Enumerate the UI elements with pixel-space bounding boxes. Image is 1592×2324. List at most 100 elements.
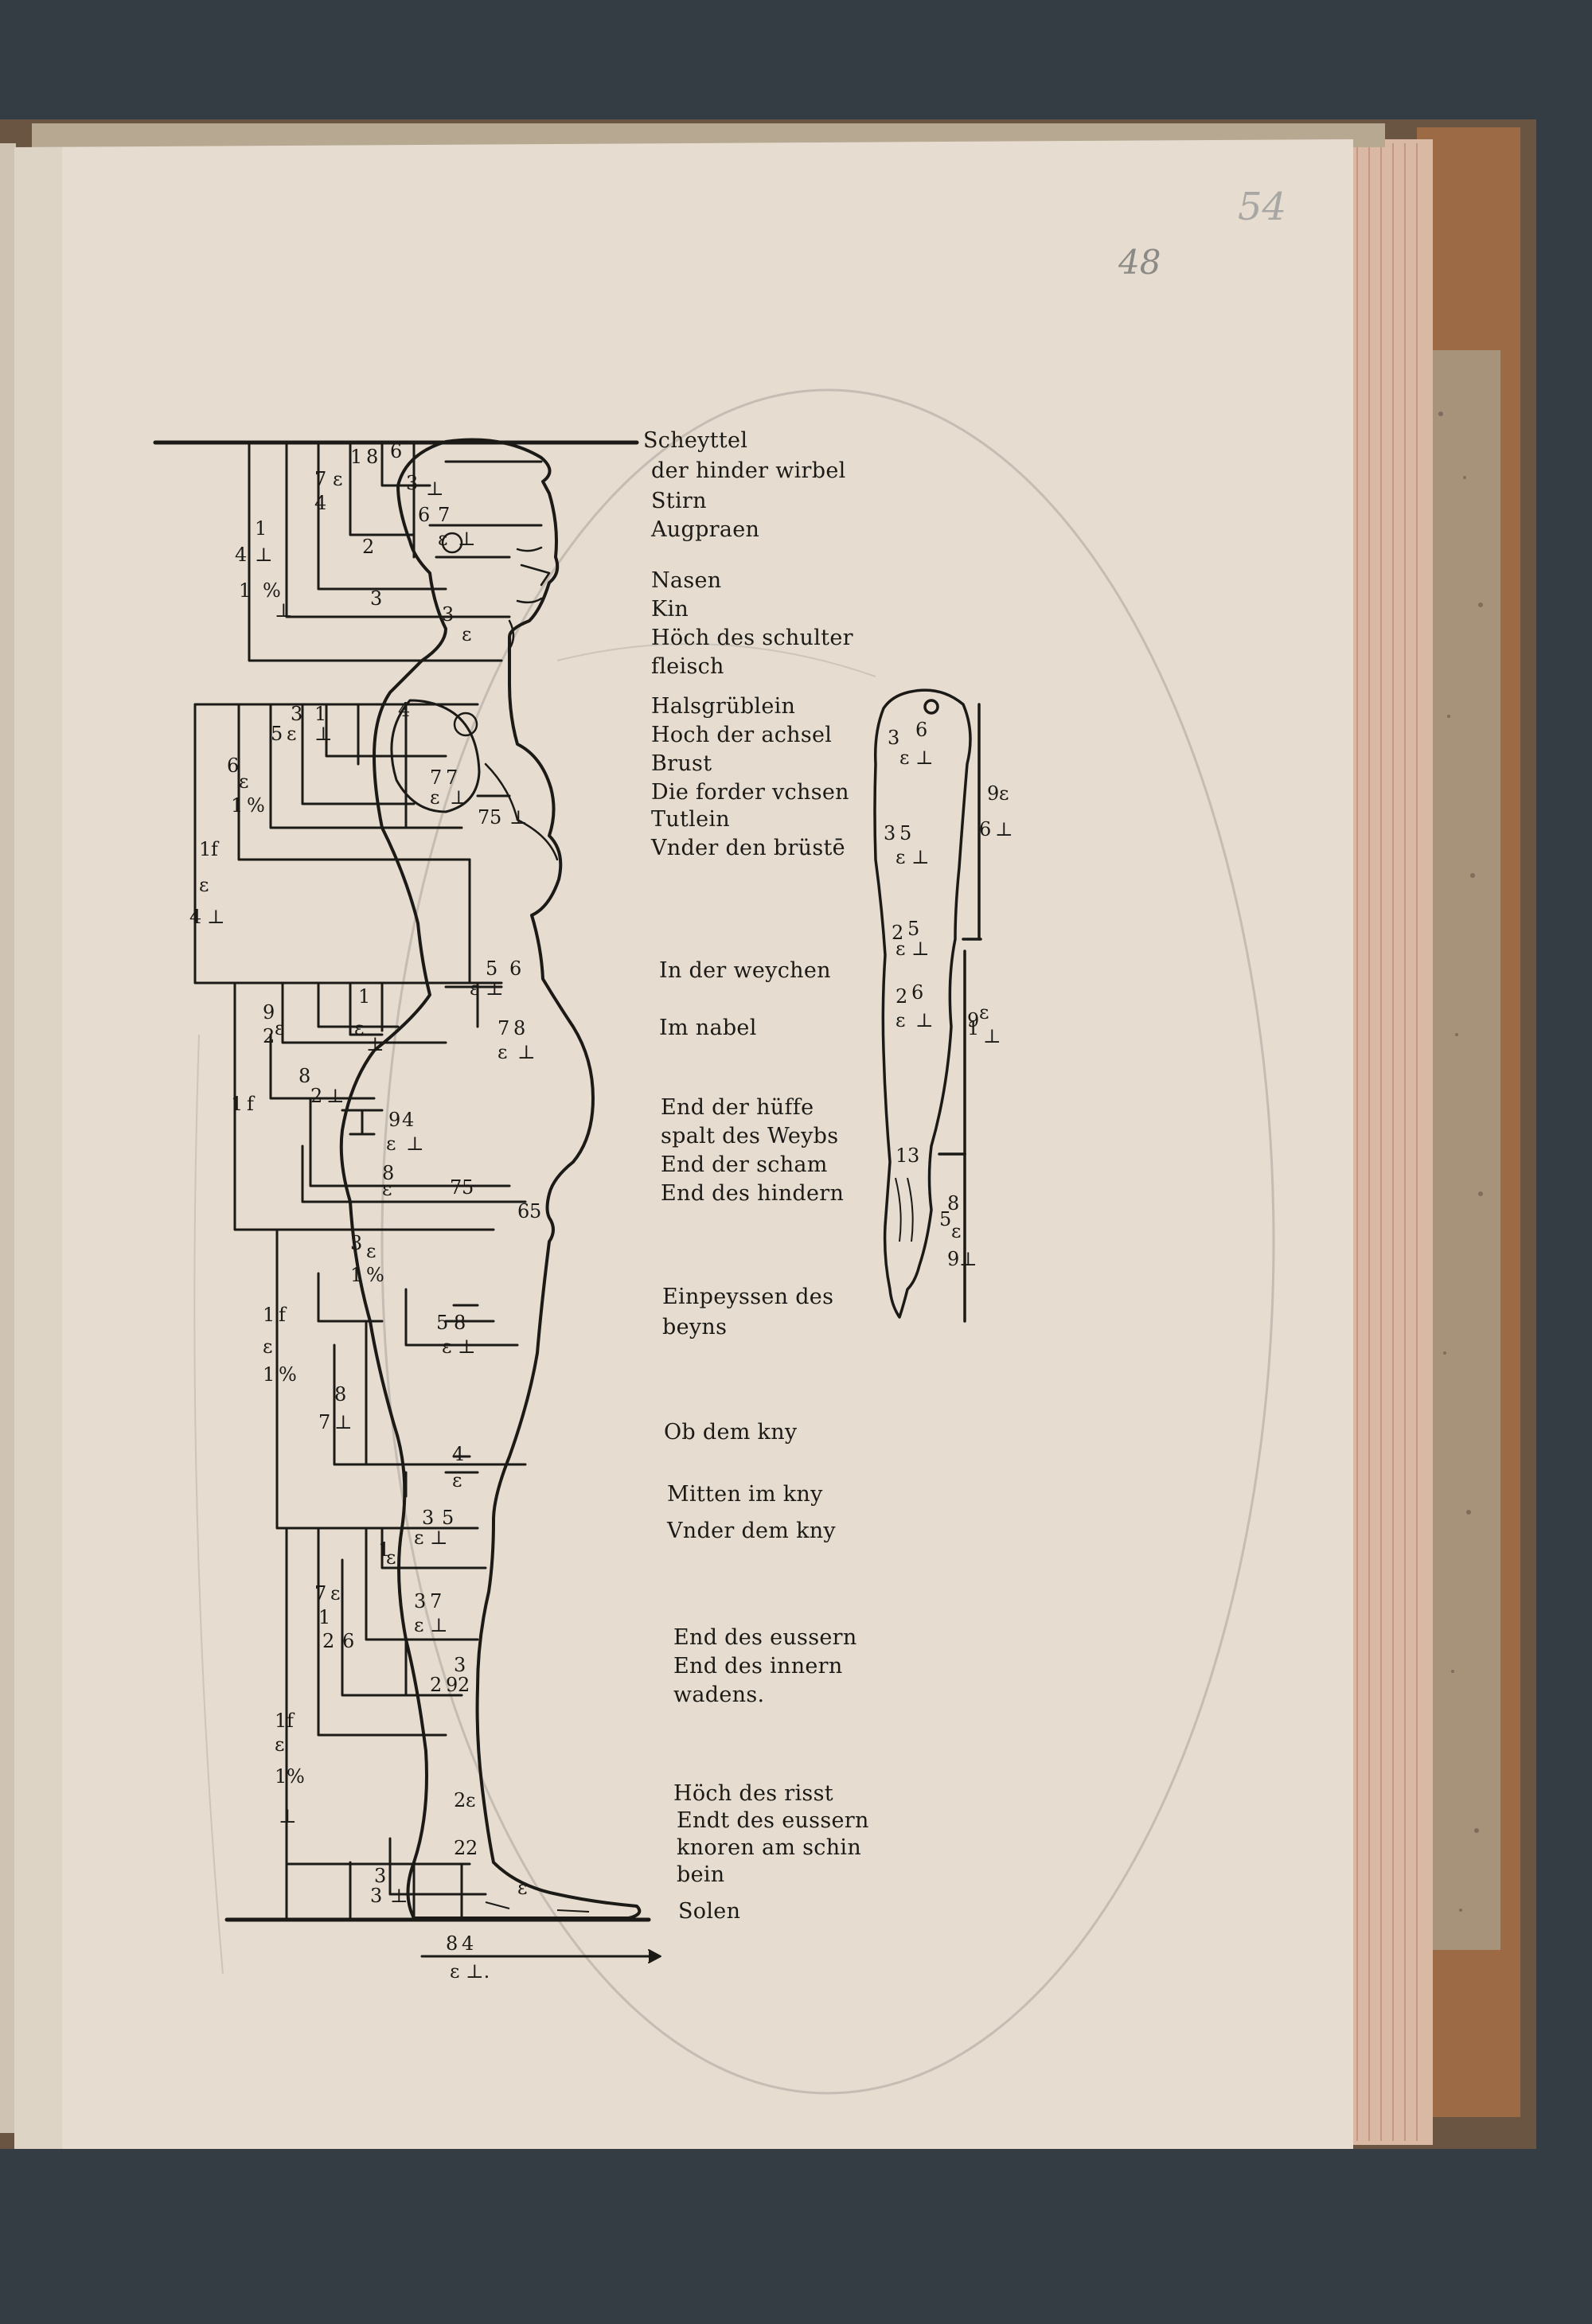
- svg-text:ε: ε: [979, 1001, 989, 1024]
- label: End der hüffe: [661, 1095, 814, 1120]
- svg-text:3: 3: [370, 1885, 382, 1907]
- svg-text:1: 1: [358, 985, 370, 1008]
- svg-text:3: 3: [406, 472, 418, 494]
- svg-text:4: 4: [235, 544, 247, 566]
- svg-text:9: 9: [967, 1009, 979, 1031]
- svg-text:ε: ε: [199, 874, 209, 896]
- label: spalt des Weybs: [661, 1124, 839, 1148]
- svg-text:%: %: [366, 1264, 384, 1286]
- svg-text:ε: ε: [466, 1789, 475, 1811]
- svg-text:1: 1: [231, 794, 243, 817]
- svg-text:%: %: [279, 1363, 297, 1386]
- label: Ob dem kny: [664, 1420, 798, 1445]
- svg-text:ε: ε: [442, 1336, 451, 1358]
- svg-text:1: 1: [350, 1264, 362, 1286]
- svg-text:8: 8: [947, 1192, 959, 1215]
- svg-text:2: 2: [458, 1674, 470, 1696]
- svg-text:8: 8: [366, 446, 378, 468]
- svg-text:7: 7: [478, 806, 490, 829]
- svg-text:7: 7: [430, 766, 442, 789]
- svg-text:ε: ε: [430, 786, 439, 809]
- svg-text:⊥: ⊥: [509, 806, 528, 829]
- svg-text:2: 2: [263, 1025, 275, 1047]
- svg-text:9: 9: [263, 1001, 275, 1024]
- svg-text:⊥: ⊥: [366, 1033, 384, 1055]
- svg-text:ε: ε: [386, 1546, 396, 1569]
- svg-text:9: 9: [947, 1248, 959, 1270]
- svg-text:⊥: ⊥: [430, 1527, 448, 1549]
- label: End des eussern: [673, 1625, 857, 1650]
- svg-text:ε: ε: [498, 1041, 507, 1063]
- label: wadens.: [673, 1683, 765, 1707]
- label: Halsgrüblein: [651, 694, 796, 719]
- paper: [14, 139, 1353, 2149]
- svg-text:⊥: ⊥: [426, 478, 444, 500]
- svg-text:4: 4: [452, 1443, 464, 1465]
- label: End des innern: [673, 1654, 843, 1679]
- svg-text:⊥: ⊥: [517, 1041, 536, 1063]
- svg-text:4: 4: [314, 492, 326, 514]
- svg-text:7: 7: [318, 1411, 330, 1433]
- svg-text:2: 2: [454, 1837, 466, 1859]
- svg-text:⊥: ⊥: [458, 528, 476, 550]
- svg-text:ε: ε: [896, 938, 905, 960]
- svg-text:f: f: [211, 838, 220, 860]
- svg-text:ε: ε: [414, 1527, 423, 1549]
- svg-text:1: 1: [378, 1538, 390, 1561]
- svg-text:5: 5: [271, 723, 283, 745]
- svg-text:⊥.: ⊥.: [466, 1960, 490, 1983]
- svg-text:9: 9: [987, 782, 999, 805]
- svg-text:3: 3: [374, 1865, 386, 1887]
- label: Mitten im kny: [667, 1482, 823, 1507]
- label: beyns: [662, 1315, 728, 1339]
- svg-text:9: 9: [388, 1109, 400, 1131]
- label: Hoch der achsel: [651, 723, 833, 747]
- svg-text:ε: ε: [470, 977, 479, 1000]
- label: Augpraen: [651, 517, 760, 542]
- svg-text:4: 4: [402, 1109, 414, 1131]
- arm-figure: [873, 688, 982, 1323]
- svg-text:5: 5: [490, 806, 501, 829]
- svg-text:1: 1: [263, 1304, 275, 1326]
- folio-number-alt: 54: [1238, 185, 1287, 229]
- label: Nasen: [651, 568, 722, 593]
- label: End des hindern: [661, 1181, 845, 1206]
- svg-text:ε: ε: [239, 770, 248, 793]
- label: Höch des risst: [673, 1781, 833, 1806]
- svg-text:5: 5: [899, 822, 911, 844]
- svg-text:6: 6: [509, 957, 521, 980]
- svg-text:2: 2: [466, 1837, 478, 1859]
- svg-text:⊥: ⊥: [486, 977, 504, 1000]
- svg-text:⊥: ⊥: [911, 846, 930, 868]
- svg-text:ε: ε: [452, 1469, 462, 1491]
- svg-text:3: 3: [907, 1144, 919, 1167]
- svg-text:ε: ε: [263, 1336, 272, 1358]
- label: Brust: [651, 751, 712, 776]
- svg-text:⊥: ⊥: [983, 1025, 1001, 1047]
- svg-text:2: 2: [322, 1630, 334, 1652]
- label: knoren am schin: [677, 1835, 862, 1860]
- svg-text:ε: ε: [517, 1877, 527, 1899]
- svg-text:1: 1: [239, 579, 251, 602]
- label: Vnder dem kny: [667, 1519, 836, 1543]
- svg-text:ε: ε: [899, 747, 909, 769]
- svg-text:ε: ε: [999, 782, 1009, 805]
- label: Solen: [678, 1899, 741, 1924]
- svg-text:3: 3: [414, 1590, 426, 1612]
- svg-text:ε: ε: [951, 1220, 961, 1242]
- svg-text:6: 6: [227, 755, 239, 777]
- label: fleisch: [651, 654, 724, 679]
- svg-text:5: 5: [939, 1208, 951, 1230]
- svg-text:4: 4: [462, 1932, 474, 1955]
- svg-text:2: 2: [454, 1789, 466, 1811]
- svg-text:7: 7: [430, 1590, 442, 1612]
- svg-text:⊥: ⊥: [390, 1885, 408, 1907]
- label: bein: [677, 1862, 725, 1887]
- svg-text:8: 8: [446, 1932, 458, 1955]
- svg-text:1: 1: [231, 1093, 243, 1115]
- svg-text:⊥: ⊥: [995, 818, 1013, 840]
- svg-text:ε: ε: [366, 1240, 376, 1262]
- svg-text:5: 5: [486, 957, 498, 980]
- svg-text:3: 3: [454, 1654, 466, 1676]
- svg-text:3: 3: [370, 587, 382, 610]
